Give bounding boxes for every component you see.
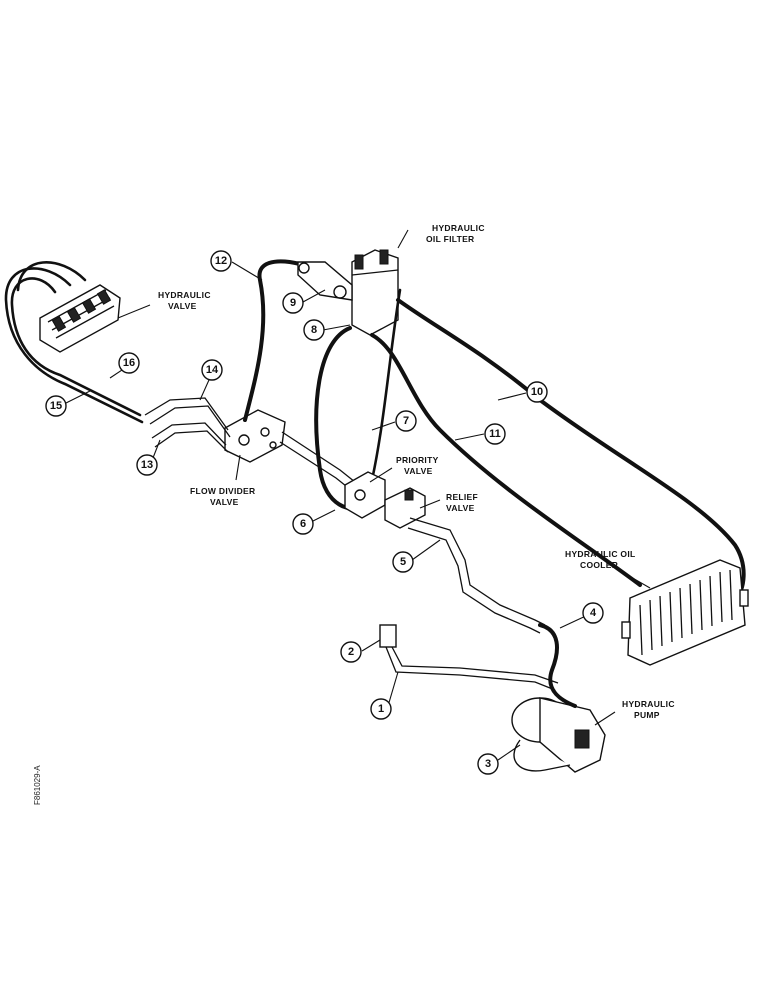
- svg-text:HYDRAULIC OIL: HYDRAULIC OIL: [565, 549, 635, 559]
- svg-text:3: 3: [485, 758, 491, 770]
- suction-tube-part: [379, 624, 559, 691]
- callout-16: 16: [118, 352, 140, 374]
- svg-text:HYDRAULIC: HYDRAULIC: [622, 699, 675, 709]
- hydraulic-oil-cooler-part: [621, 559, 749, 666]
- label-hydraulic-valve: HYDRAULIC VALVE: [158, 290, 211, 311]
- svg-text:11: 11: [489, 428, 501, 440]
- svg-text:7: 7: [403, 415, 409, 427]
- callout-11: 11: [484, 423, 506, 445]
- svg-text:4: 4: [590, 607, 597, 619]
- svg-text:13: 13: [141, 459, 153, 471]
- svg-text:PRIORITY: PRIORITY: [396, 455, 439, 465]
- callout-10: 10: [526, 381, 548, 403]
- svg-text:HYDRAULIC: HYDRAULIC: [432, 223, 485, 233]
- relief-valve-part: [384, 487, 426, 529]
- label-flow-divider-valve: FLOW DIVIDER VALVE: [190, 486, 255, 507]
- callout-5: 5: [392, 551, 414, 573]
- callout-14: 14: [201, 359, 223, 381]
- svg-text:16: 16: [123, 357, 135, 369]
- svg-text:1: 1: [378, 703, 384, 715]
- hydraulic-pump-part: [511, 697, 606, 773]
- callout-2: 2: [340, 641, 362, 663]
- filter-fitting-assembly: [297, 261, 353, 301]
- label-priority-valve: PRIORITY VALVE: [396, 455, 439, 476]
- callout-8: 8: [303, 319, 325, 341]
- svg-text:PUMP: PUMP: [634, 710, 660, 720]
- hydraulic-oil-filter-part: [351, 249, 399, 336]
- figure-id: F861029-A: [33, 765, 42, 805]
- callout-9: 9: [282, 292, 304, 314]
- svg-text:2: 2: [348, 646, 354, 658]
- callout-3: 3: [477, 753, 499, 775]
- svg-text:HYDRAULIC: HYDRAULIC: [158, 290, 211, 300]
- svg-text:8: 8: [311, 324, 317, 336]
- svg-text:5: 5: [400, 556, 406, 568]
- svg-text:VALVE: VALVE: [404, 466, 433, 476]
- svg-text:10: 10: [531, 386, 543, 398]
- label-hydraulic-pump: HYDRAULIC PUMP: [622, 699, 675, 720]
- callout-6: 6: [292, 513, 314, 535]
- svg-text:RELIEF: RELIEF: [446, 492, 478, 502]
- svg-text:15: 15: [50, 400, 62, 412]
- callout-4: 4: [582, 602, 604, 624]
- callout-7: 7: [395, 410, 417, 432]
- callout-12: 12: [210, 250, 232, 272]
- callout-13: 13: [136, 454, 158, 476]
- callout-1: 1: [370, 698, 392, 720]
- svg-text:COOLER: COOLER: [580, 560, 618, 570]
- hydraulic-valve-part: [39, 284, 121, 353]
- svg-text:VALVE: VALVE: [168, 301, 197, 311]
- svg-text:12: 12: [215, 255, 227, 267]
- label-hydraulic-oil-filter: HYDRAULIC OIL FILTER: [426, 223, 485, 244]
- svg-text:OIL FILTER: OIL FILTER: [426, 234, 475, 244]
- priority-valve-part: [344, 471, 386, 519]
- label-relief-valve: RELIEF VALVE: [446, 492, 478, 513]
- flow-divider-valve-part: [224, 409, 286, 463]
- svg-text:14: 14: [206, 364, 219, 376]
- label-hydraulic-oil-cooler: HYDRAULIC OIL COOLER: [565, 549, 635, 570]
- leader-lines: [65, 229, 651, 761]
- svg-text:VALVE: VALVE: [210, 497, 239, 507]
- svg-text:6: 6: [300, 518, 306, 530]
- svg-text:FLOW DIVIDER: FLOW DIVIDER: [190, 486, 255, 496]
- svg-text:9: 9: [290, 297, 296, 309]
- callout-15: 15: [45, 395, 67, 417]
- svg-text:VALVE: VALVE: [446, 503, 475, 513]
